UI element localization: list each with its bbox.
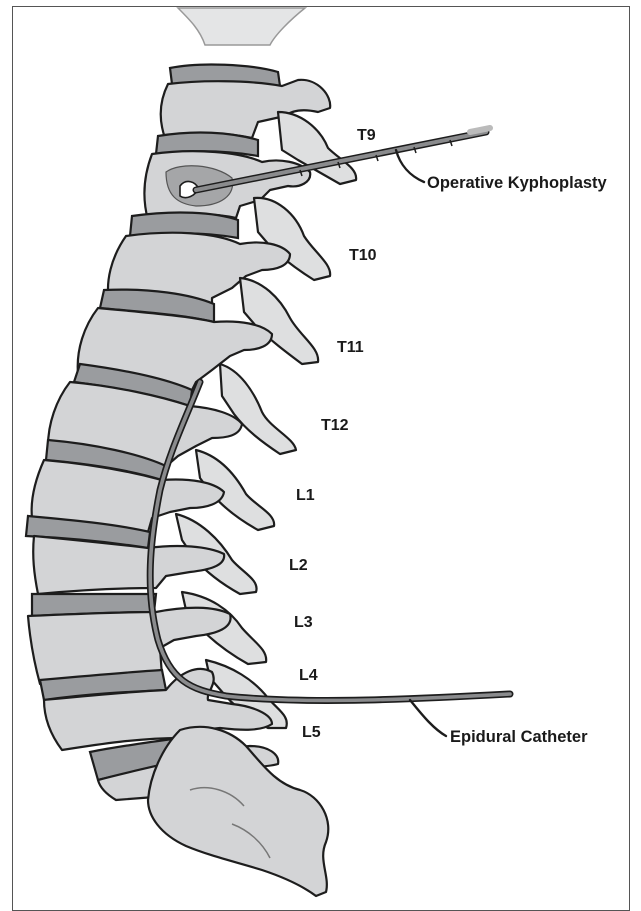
kyphoplasty-callout-label: Operative Kyphoplasty — [427, 174, 608, 192]
epidural-leader — [410, 700, 446, 736]
level-label-l4: L4 — [299, 667, 318, 684]
epidural-callout-label: Epidural Catheter — [450, 728, 588, 746]
level-label-l2: L2 — [289, 557, 308, 574]
level-label-t9: T9 — [357, 127, 376, 144]
level-label-l3: L3 — [294, 614, 313, 631]
sacrum — [148, 727, 328, 896]
level-label-t10: T10 — [349, 247, 377, 264]
upper-spine-fade — [178, 8, 305, 45]
level-label-l5: L5 — [302, 724, 321, 741]
kyphoplasty-leader — [396, 150, 424, 182]
level-label-t11: T11 — [337, 339, 364, 356]
level-label-l1: L1 — [296, 487, 315, 504]
level-label-t12: T12 — [321, 417, 349, 434]
